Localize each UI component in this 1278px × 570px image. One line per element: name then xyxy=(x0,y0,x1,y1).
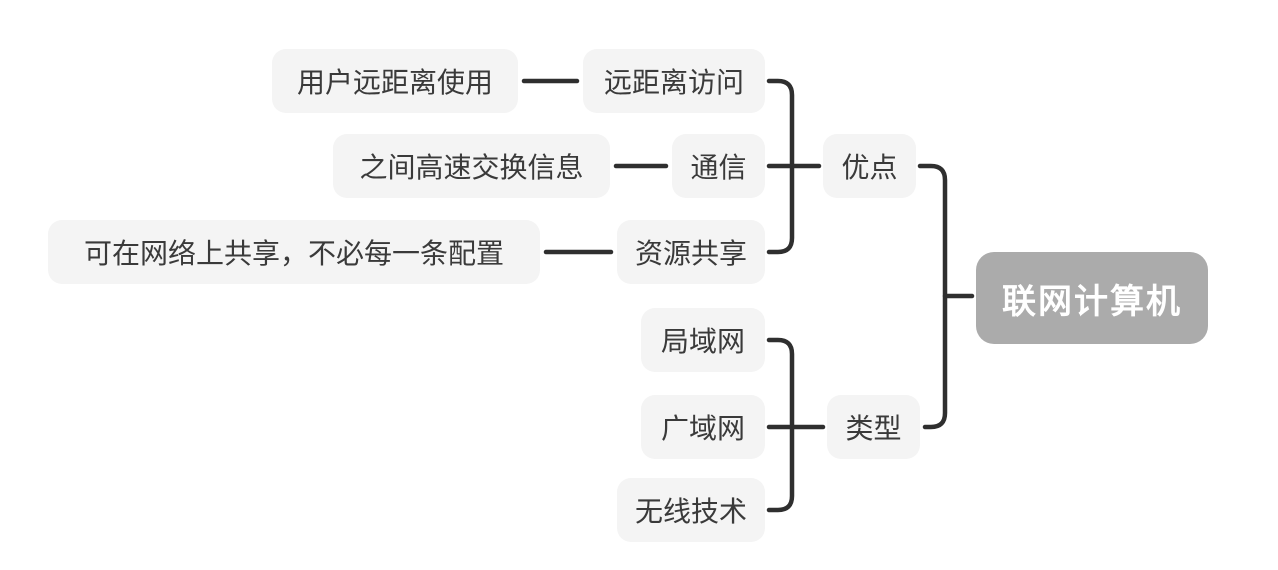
node-user-remote-use[interactable]: 用户远距离使用 xyxy=(272,49,518,113)
node-remote-access[interactable]: 远距离访问 xyxy=(583,49,765,113)
node-share-no-config[interactable]: 可在网络上共享，不必每一条配置 xyxy=(48,220,540,284)
node-label: 联网计算机 xyxy=(1002,282,1182,321)
node-wireless-tech[interactable]: 无线技术 xyxy=(617,478,765,542)
node-label: 通信 xyxy=(690,152,747,183)
node-label: 用户远距离使用 xyxy=(296,67,493,98)
node-label: 无线技术 xyxy=(634,496,747,527)
node-label: 之间高速交换信息 xyxy=(359,152,584,183)
node-label: 远距离访问 xyxy=(603,67,744,98)
node-label: 优点 xyxy=(841,152,898,183)
node-root-networked-computer[interactable]: 联网计算机 xyxy=(976,252,1208,344)
node-label: 广域网 xyxy=(660,413,745,444)
node-high-speed-exchange[interactable]: 之间高速交换信息 xyxy=(333,134,610,198)
node-wan[interactable]: 广域网 xyxy=(641,395,765,459)
node-advantages[interactable]: 优点 xyxy=(823,134,916,198)
node-label: 局域网 xyxy=(660,326,745,357)
link-branches-to-root xyxy=(917,163,948,430)
node-resource-sharing[interactable]: 资源共享 xyxy=(617,220,765,284)
node-label: 类型 xyxy=(845,413,902,444)
node-lan[interactable]: 局域网 xyxy=(641,308,765,372)
node-types[interactable]: 类型 xyxy=(827,395,920,459)
node-communication[interactable]: 通信 xyxy=(672,134,765,198)
node-label: 可在网络上共享，不必每一条配置 xyxy=(83,238,504,269)
node-label: 资源共享 xyxy=(634,238,747,269)
